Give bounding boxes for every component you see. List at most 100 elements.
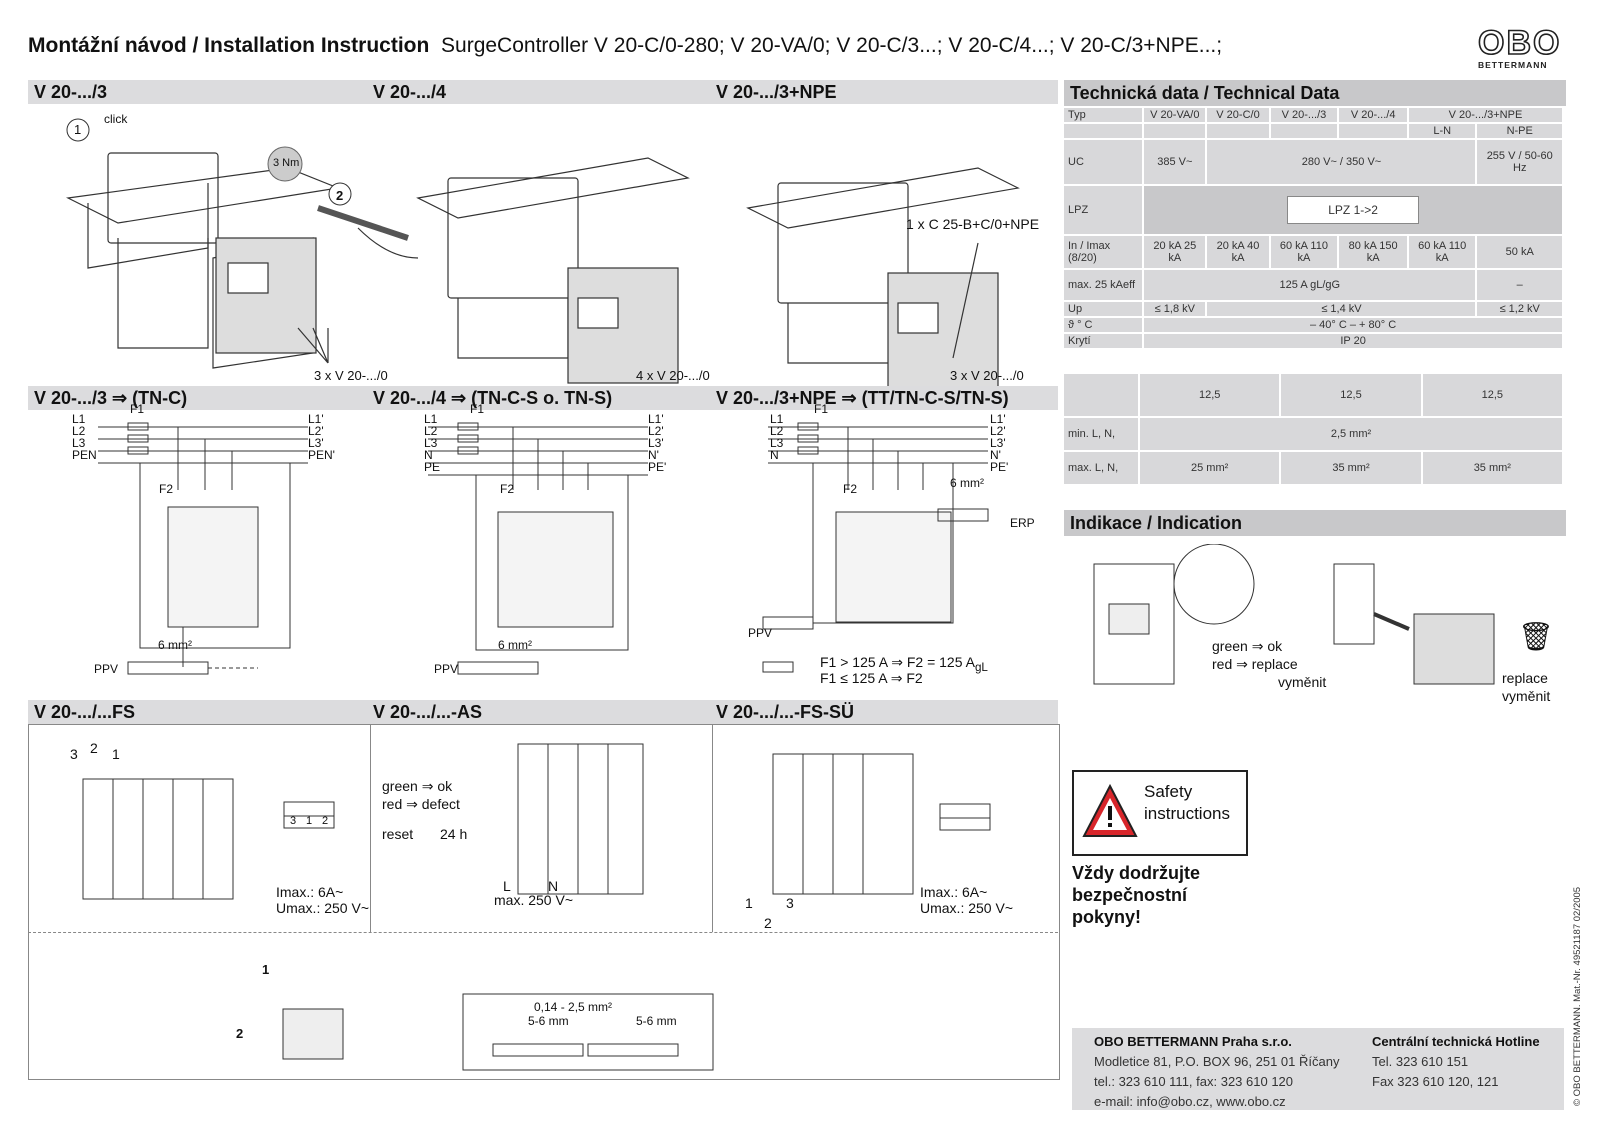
logo-text: OBO — [1477, 24, 1562, 62]
w3-l2p: L2' — [990, 424, 1006, 438]
as-max: max. 250 V~ — [494, 892, 573, 908]
w1-l1: L1 — [72, 412, 86, 426]
footer-email[interactable]: e-mail: info@obo.cz, www.obo.cz — [1094, 1094, 1286, 1109]
torque-label: 3 Nm — [273, 157, 300, 169]
as-reset: reset — [382, 826, 414, 842]
dashed-divider — [28, 932, 1058, 933]
wire-table: 12,5 12,5 12,5 min. L, N,2,5 mm² max. L,… — [1062, 372, 1564, 486]
wire-strip-1: 12,5 — [1198, 389, 1221, 401]
w1-l3: L3 — [72, 436, 86, 450]
page-title: Montážní návod / Installation Instructio… — [28, 34, 1222, 58]
qty-4-label: 4 x V 20-.../0 — [636, 368, 710, 383]
in-ln: 60 kA 110 kA — [1408, 236, 1476, 268]
w2-f2: F2 — [500, 482, 515, 496]
divider-2 — [712, 724, 713, 932]
step2-label: 2 — [336, 188, 344, 203]
logo-sub: BETTERMANN — [1478, 60, 1548, 70]
wire-max-2: 35 mm² — [1281, 452, 1421, 484]
su-b3: 3 — [786, 895, 794, 911]
section-bar-wiring: V 20-.../3 ⇒ (TN-C) V 20-.../4 ⇒ (TN-C-S… — [28, 386, 1058, 410]
wire-min-label: min. L, N, — [1064, 418, 1138, 450]
fuse-val: 125 A gL/gG — [1144, 270, 1476, 300]
ip-val: IP 20 — [1144, 334, 1562, 348]
title-bold: Montážní návod / Installation Instructio… — [28, 34, 430, 57]
su-imax: Imax.: 6A~ — [920, 884, 988, 900]
footer-htel: Tel. 323 610 151 — [1372, 1054, 1469, 1069]
section-v20-3: V 20-.../3 — [34, 82, 108, 102]
remote-drawings — [82, 743, 991, 1071]
fuse-rule-1-sub: gL — [974, 660, 988, 674]
in-npe: 50 kA — [1477, 236, 1562, 268]
footer: OBO BETTERMANN Praha s.r.o. Modletice 81… — [1072, 1028, 1564, 1110]
su-umax: Umax.: 250 V~ — [920, 900, 1013, 916]
w3-f2: F2 — [843, 482, 858, 496]
rm-n2: 2 — [90, 740, 98, 756]
lpz-label: LPZ — [1064, 186, 1143, 234]
lpz-arrow: LPZ 1->2 — [1287, 196, 1419, 224]
su-b1: 1 — [745, 895, 753, 911]
w1-l3p: L3' — [308, 436, 324, 450]
w2-pe: PE — [424, 460, 441, 474]
w3-l3p: L3' — [990, 436, 1006, 450]
click-label: click — [104, 112, 128, 126]
warning-icon — [1082, 783, 1138, 837]
th-3npe: V 20-.../3+NPE — [1408, 108, 1562, 122]
rm-n3: 3 — [70, 746, 78, 762]
su-b2: 2 — [764, 915, 772, 931]
section-fs: V 20-.../...FS — [34, 702, 136, 722]
section-tt: V 20-.../3+NPE ⇒ (TT/TN-C-S/TN-S) — [716, 388, 1009, 408]
w2-ppv: PPV — [434, 662, 459, 676]
w2-n: N — [424, 448, 433, 462]
rm-n1: 1 — [112, 746, 120, 762]
footer-hotline: Centrální technická Hotline — [1372, 1034, 1540, 1049]
wire-max-label: max. L, N, — [1064, 452, 1138, 484]
npe-label: 1 x C 25-B+C/0+NPE — [906, 216, 1040, 232]
fuse-label: max. 25 kAeff — [1064, 270, 1143, 300]
w1-f2: F2 — [159, 482, 174, 496]
w2-l3: L3 — [424, 436, 438, 450]
up-label: Up — [1064, 302, 1143, 316]
w1-l1p: L1' — [308, 412, 324, 426]
footer-tel: tel.: 323 610 111, fax: 323 610 120 — [1094, 1074, 1294, 1089]
in-c0: 20 kA 40 kA — [1207, 236, 1269, 268]
up-va: ≤ 1,8 kV — [1144, 302, 1206, 316]
w3-np: N' — [990, 448, 1001, 462]
as-L: L — [503, 878, 511, 894]
th-4: V 20-.../4 — [1339, 108, 1407, 122]
section-bar-remote: V 20-.../...FS V 20-.../...-AS V 20-.../… — [28, 700, 1058, 724]
tech-heading: Technická data / Technical Data — [1064, 80, 1566, 106]
rm-t1: 1 — [306, 815, 313, 827]
wire-max-3: 35 mm² — [1422, 452, 1562, 484]
section-tnc: V 20-.../3 ⇒ (TN-C) — [34, 388, 188, 408]
wire-max-1: 25 mm² — [1140, 452, 1280, 484]
w2-l2: L2 — [424, 424, 438, 438]
as-N: N — [548, 878, 559, 894]
w1-6mm: 6 mm² — [158, 638, 192, 652]
trash-icon: 🗑 — [1518, 621, 1554, 652]
title-product: SurgeController V 20-C/0-280; V 20-VA/0;… — [441, 34, 1223, 57]
temp-label: ϑ ° C — [1064, 318, 1143, 332]
in-va: 20 kA 25 kA — [1144, 236, 1206, 268]
w1-l2: L2 — [72, 424, 86, 438]
th-npe: N-PE — [1477, 124, 1562, 138]
footer-company: OBO BETTERMANN Praha s.r.o. — [1094, 1034, 1292, 1049]
rm-t3: 3 — [290, 815, 297, 827]
rm-t2: 2 — [322, 815, 329, 827]
wiring-diagrams — [98, 422, 989, 675]
install-drawings — [65, 118, 1020, 388]
w3-n: N — [770, 448, 779, 462]
wire-strip-3: 12,5 — [1481, 389, 1504, 401]
as-red: red ⇒ defect — [382, 796, 460, 812]
ip-label: Krytí — [1064, 334, 1143, 348]
uc-npe: 255 V / 50-60 Hz — [1477, 140, 1562, 184]
w3-l2: L2 — [770, 424, 784, 438]
w3-l1: L1 — [770, 412, 784, 426]
section-fssu: V 20-.../...-FS-SÜ — [716, 702, 855, 722]
w2-np: N' — [648, 448, 659, 462]
as-24h: 24 h — [440, 826, 468, 842]
safety-line2: instructions — [1144, 804, 1230, 823]
w2-pep: PE' — [648, 460, 667, 474]
section-as: V 20-.../...-AS — [373, 702, 483, 722]
w1-f1: F1 — [130, 402, 145, 416]
